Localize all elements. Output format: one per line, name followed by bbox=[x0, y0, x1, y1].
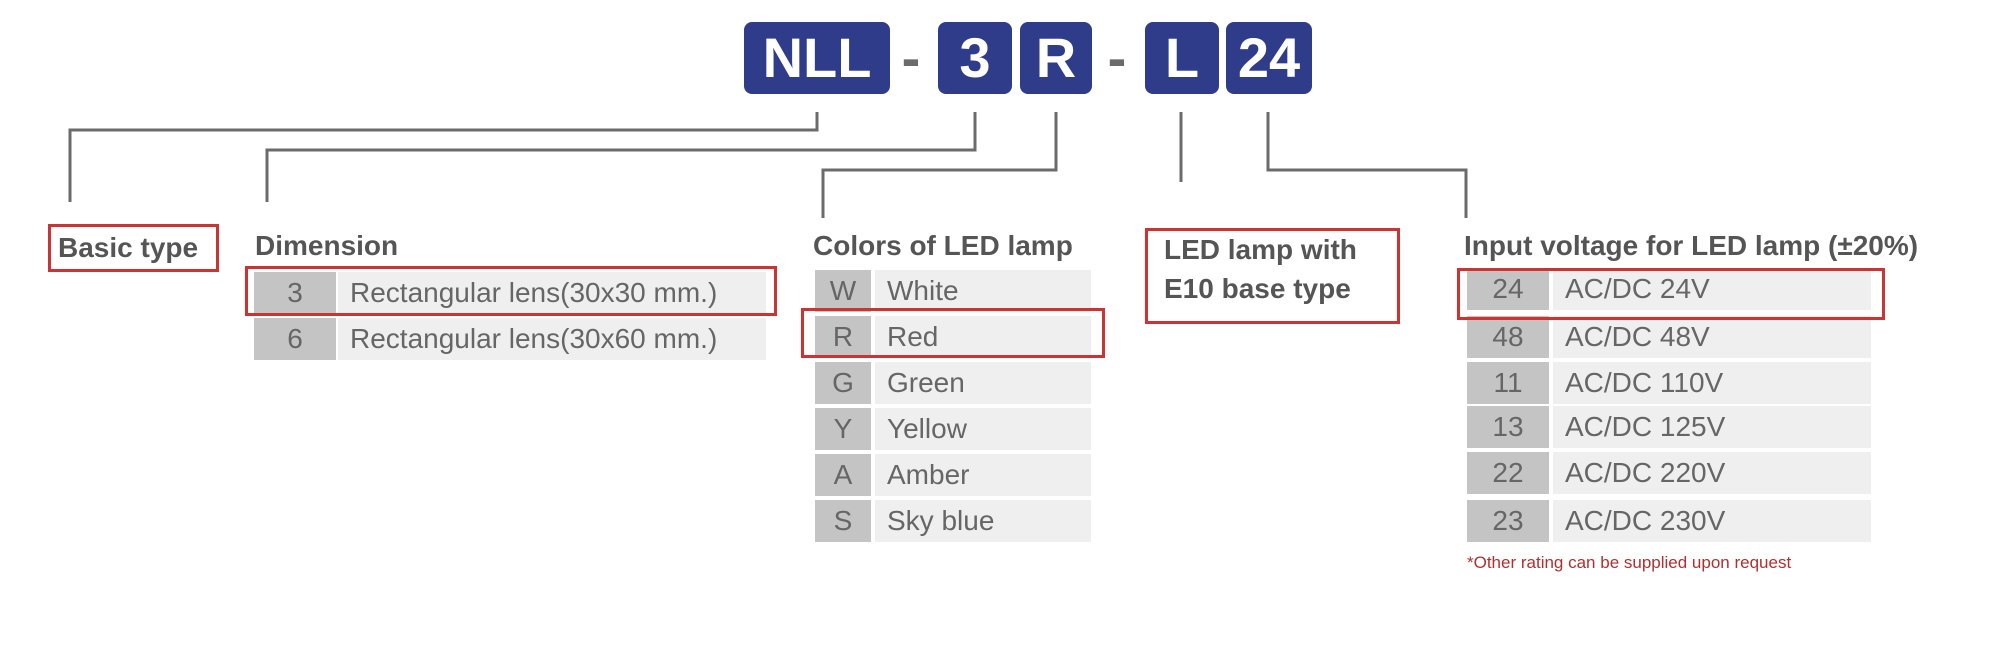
dimension-heading: Dimension bbox=[255, 230, 399, 261]
color-code: G bbox=[815, 362, 871, 404]
code-separator: - bbox=[901, 26, 921, 89]
color-row: G Green bbox=[815, 362, 1091, 404]
color-row: Y Yellow bbox=[815, 408, 1091, 450]
voltage-code: 24 bbox=[1467, 268, 1549, 310]
color-selected-highlight bbox=[801, 308, 1105, 358]
voltage-code: 48 bbox=[1467, 316, 1549, 358]
dimension-code: 6 bbox=[254, 318, 336, 360]
voltage-desc: AC/DC 220V bbox=[1553, 452, 1871, 494]
color-desc: Sky blue bbox=[875, 500, 1091, 542]
voltage-code: 11 bbox=[1467, 362, 1549, 404]
code-part-basic-type: NLL bbox=[744, 22, 890, 94]
lamp-base-highlight bbox=[1145, 228, 1400, 324]
voltage-row: 24 AC/DC 24V bbox=[1467, 268, 1871, 310]
voltage-code: 13 bbox=[1467, 406, 1549, 448]
code-part-lamp-base: L bbox=[1145, 22, 1219, 94]
basic-type-heading: Basic type bbox=[58, 232, 199, 263]
connector-basic-type bbox=[68, 112, 819, 202]
code-part-dimension: 3 bbox=[938, 22, 1012, 94]
dimension-code: 3 bbox=[254, 272, 336, 314]
voltage-selected-highlight bbox=[1457, 268, 1885, 320]
color-desc: Red bbox=[875, 316, 1091, 358]
dimension-row: 3 Rectangular lens(30x30 mm.) bbox=[254, 272, 766, 314]
voltage-note: *Other rating can be supplied upon reque… bbox=[1467, 553, 1792, 572]
connector-color bbox=[821, 112, 1058, 218]
code-part-color: R bbox=[1020, 22, 1092, 94]
voltage-row: 22 AC/DC 220V bbox=[1467, 452, 1871, 494]
color-code: A bbox=[815, 454, 871, 496]
voltage-code: 22 bbox=[1467, 452, 1549, 494]
connector-dimension bbox=[265, 112, 977, 202]
dimension-desc: Rectangular lens(30x30 mm.) bbox=[338, 272, 766, 314]
voltage-heading: Input voltage for LED lamp (±20%) bbox=[1464, 230, 1919, 261]
dimension-desc: Rectangular lens(30x60 mm.) bbox=[338, 318, 766, 360]
color-code: S bbox=[815, 500, 871, 542]
color-row: S Sky blue bbox=[815, 500, 1091, 542]
voltage-row: 23 AC/DC 230V bbox=[1467, 500, 1871, 542]
voltage-row: 11 AC/DC 110V bbox=[1467, 362, 1871, 404]
connector-voltage bbox=[1266, 112, 1468, 218]
color-row: R Red bbox=[815, 316, 1091, 358]
voltage-desc: AC/DC 230V bbox=[1553, 500, 1871, 542]
dimension-row: 6 Rectangular lens(30x60 mm.) bbox=[254, 318, 766, 360]
voltage-code: 23 bbox=[1467, 500, 1549, 542]
color-desc: Yellow bbox=[875, 408, 1091, 450]
code-part-voltage: 24 bbox=[1226, 22, 1312, 94]
color-code: W bbox=[815, 270, 871, 312]
dimension-selected-highlight bbox=[245, 266, 777, 316]
color-desc: White bbox=[875, 270, 1091, 312]
lamp-base-line2: E10 base type bbox=[1164, 273, 1351, 304]
code-separator: - bbox=[1107, 26, 1127, 89]
voltage-row: 13 AC/DC 125V bbox=[1467, 406, 1871, 448]
color-desc: Green bbox=[875, 362, 1091, 404]
voltage-desc: AC/DC 48V bbox=[1553, 316, 1871, 358]
color-row: A Amber bbox=[815, 454, 1091, 496]
voltage-desc: AC/DC 125V bbox=[1553, 406, 1871, 448]
voltage-row: 48 AC/DC 48V bbox=[1467, 316, 1871, 358]
basic-type-highlight bbox=[48, 224, 219, 272]
color-desc: Amber bbox=[875, 454, 1091, 496]
color-code: R bbox=[815, 316, 871, 358]
voltage-desc: AC/DC 110V bbox=[1553, 362, 1871, 404]
color-code: Y bbox=[815, 408, 871, 450]
voltage-desc: AC/DC 24V bbox=[1553, 268, 1871, 310]
colors-heading: Colors of LED lamp bbox=[813, 230, 1073, 261]
color-row: W White bbox=[815, 270, 1091, 312]
lamp-base-line1: LED lamp with bbox=[1164, 234, 1357, 265]
